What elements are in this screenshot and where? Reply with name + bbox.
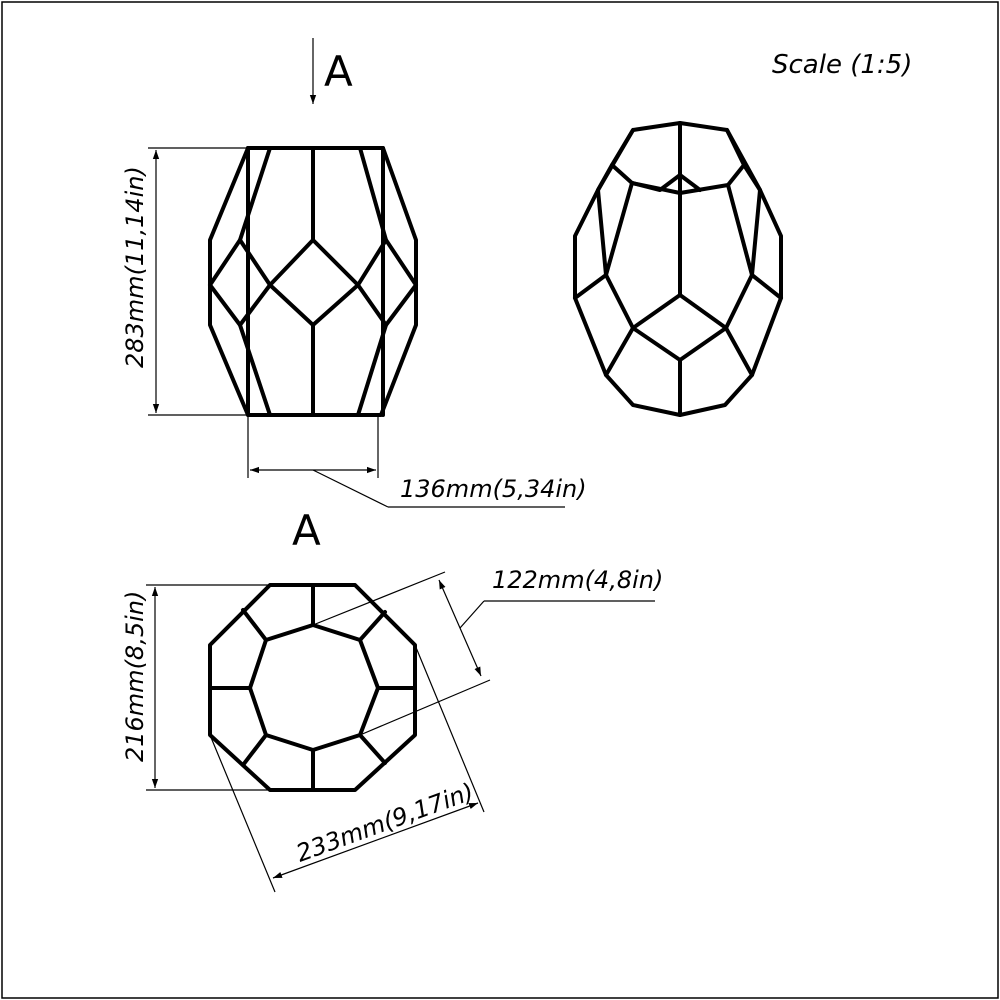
scale-label: Scale (1:5) — [772, 50, 912, 80]
flat-width-label: 216mm(8,5in) — [121, 591, 149, 762]
flat-width-dimension: 216mm(8,5in) — [121, 584, 270, 791]
section-arrow-label: A — [324, 47, 353, 96]
plan-view — [208, 583, 417, 792]
opening-label: 122mm(4,8in) — [492, 566, 663, 594]
base-width-label: 136mm(5,34in) — [400, 475, 587, 503]
view-a-label: A — [292, 506, 321, 555]
isometric-view — [573, 121, 783, 417]
height-dimension: 283mm(11,14in) — [121, 147, 248, 416]
front-view — [208, 146, 418, 417]
section-arrow: A — [309, 38, 353, 104]
height-dimension-label: 283mm(11,14in) — [121, 166, 149, 368]
opening-dimension: 122mm(4,8in) — [312, 566, 663, 736]
base-width-dimension: 136mm(5,34in) — [247, 415, 587, 508]
